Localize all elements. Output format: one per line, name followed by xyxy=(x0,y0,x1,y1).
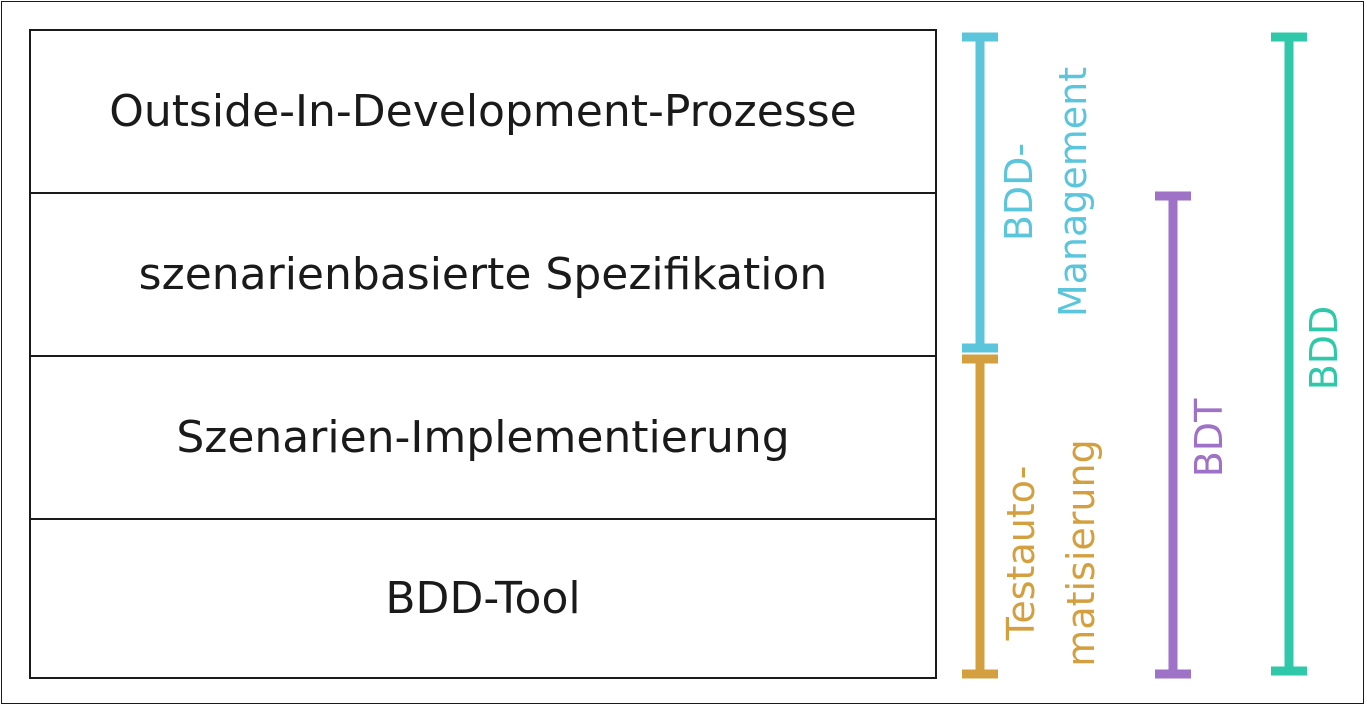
layer-label: BDD-Tool xyxy=(385,573,581,624)
bracket-bdd-label: BDD xyxy=(1302,306,1346,391)
bracket-bdd-management-label-line2: Management xyxy=(1051,67,1095,317)
layer-stack: Outside-In-Development-Prozesse szenarie… xyxy=(29,29,937,679)
bracket-testautomatisierung-label-line2: matisierung xyxy=(1059,439,1103,666)
layer-scenario-implementation: Szenarien-Implementierung xyxy=(31,355,935,518)
layer-bdd-tool: BDD-Tool xyxy=(31,518,935,677)
layer-label: Szenarien-Implementierung xyxy=(176,412,790,463)
layer-outside-in-development: Outside-In-Development-Prozesse xyxy=(31,31,935,192)
layer-scenario-specification: szenarienbasierte Spezifikation xyxy=(31,192,935,355)
bracket-bdd: BDD xyxy=(1271,32,1346,676)
layer-label: szenarienbasierte Spezifikation xyxy=(138,249,828,300)
bracket-testautomatisierung: Testauto- matisierung xyxy=(962,354,1103,679)
layer-label: Outside-In-Development-Prozesse xyxy=(109,86,857,137)
bracket-bdd-management-label-line1: BDD- xyxy=(997,143,1041,241)
bracket-bdd-management: BDD- Management xyxy=(962,32,1095,353)
bracket-testautomatisierung-label-line1: Testauto- xyxy=(999,466,1043,642)
bracket-bdt: BDT xyxy=(1155,191,1231,679)
bracket-bdt-label: BDT xyxy=(1187,398,1231,477)
